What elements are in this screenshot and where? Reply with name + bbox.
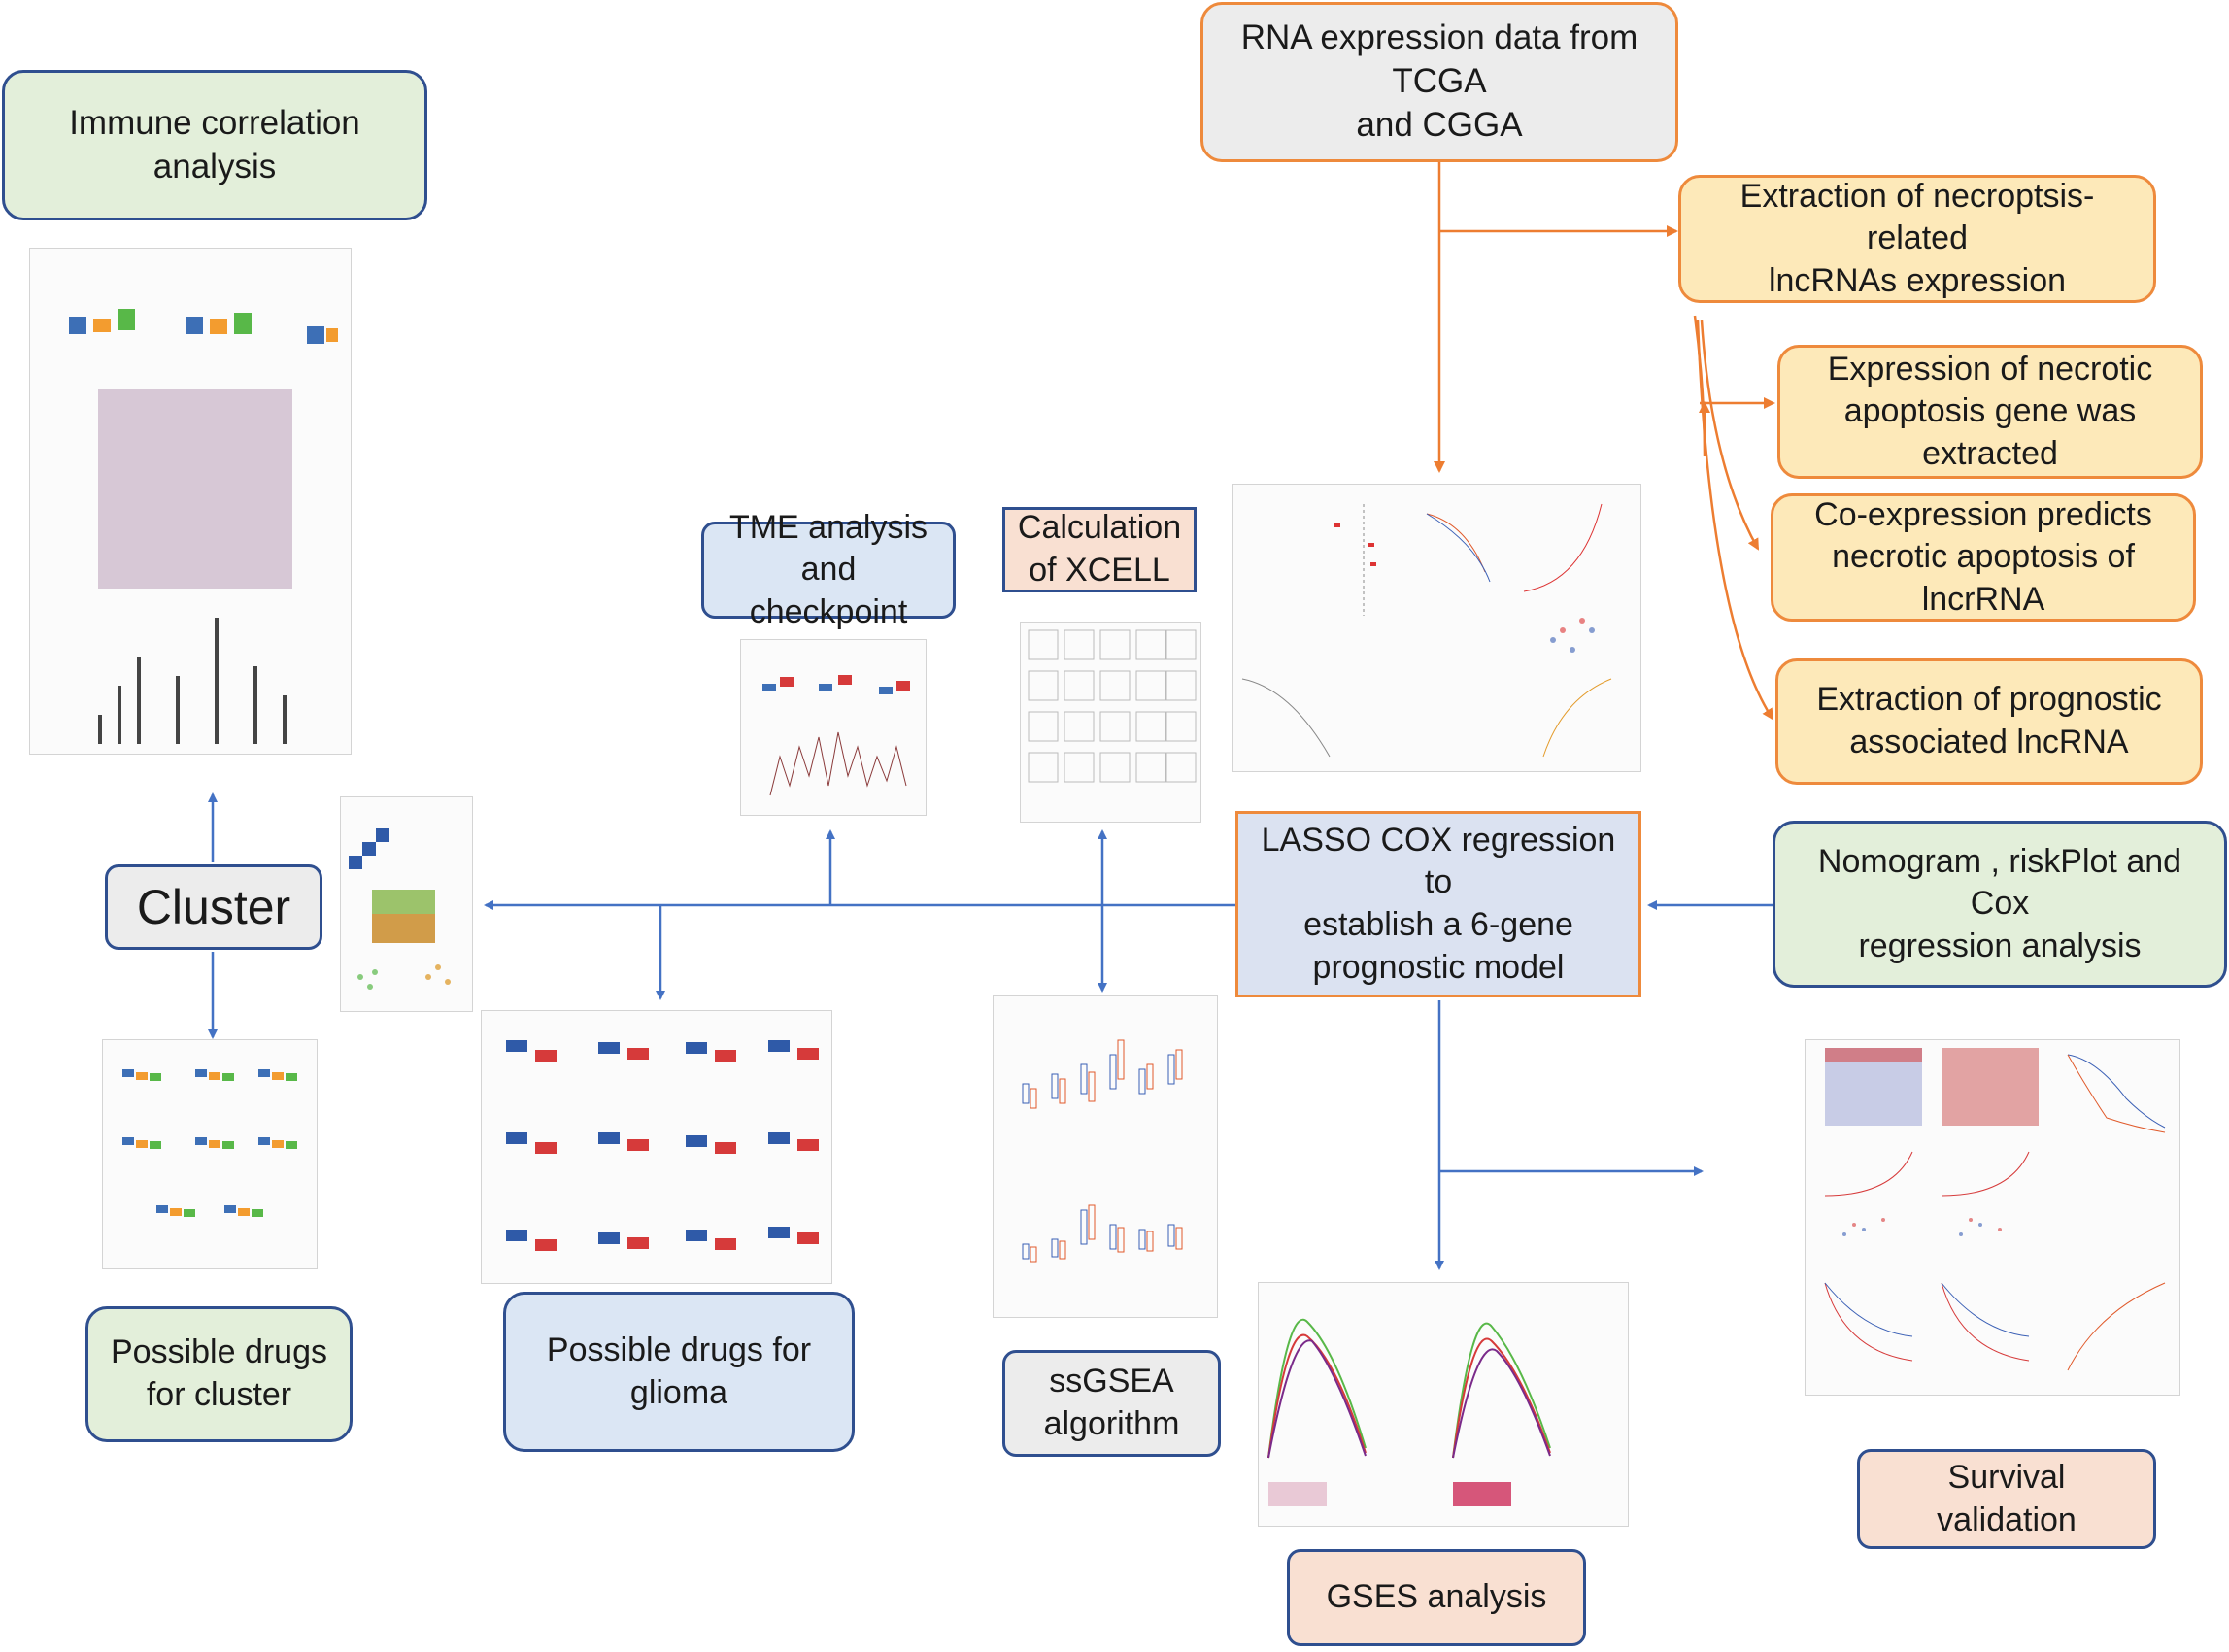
ssgsea-boxplots [993, 995, 1218, 1318]
rna-expression-box: RNA expression data from TCGA and CGGA [1200, 2, 1678, 162]
lasso-model-box: LASSO COX regression to establish a 6-ge… [1235, 811, 1641, 997]
extraction-lncrna-label: Extraction of necroptsis-related lncRNAs… [1739, 177, 2095, 299]
arrow-to-coexpression [1700, 320, 1760, 551]
xcell-label: Calculation of XCELL [1017, 509, 1182, 589]
ssgsea-box: ssGSEA algorithm [1002, 1350, 1221, 1457]
blue-arrows [208, 792, 1775, 1270]
cluster-figure-art [349, 828, 451, 990]
tme-analysis-label: TME analysis and checkpoint [728, 508, 929, 630]
xcell-box: Calculation of XCELL [1002, 507, 1197, 592]
drugs-cluster-label: Possible drugs for cluster [110, 1333, 327, 1413]
cluster-figure [340, 796, 473, 1012]
immune-correlation-figure [29, 248, 352, 755]
rna-expression-label: RNA expression data from TCGA and CGGA [1240, 18, 1638, 144]
drugs-glioma-label: Possible drugs for glioma [546, 1331, 812, 1411]
drugs-glioma-box: Possible drugs for glioma [503, 1292, 855, 1452]
extraction-lncrna-box: Extraction of necroptsis-related lncRNAs… [1678, 175, 2156, 303]
gsea-enrichment-curves [1258, 1282, 1629, 1527]
gsea-art [1267, 1318, 1551, 1506]
tme-analysis-box: TME analysis and checkpoint [701, 509, 956, 630]
tme-figure-art [762, 675, 910, 796]
coexpression-label: Co-expression predicts necrotic apoptosi… [1814, 495, 2152, 618]
gses-analysis-label: GSES analysis [1326, 1578, 1547, 1616]
expression-gene-box: Expression of necrotic apoptosis gene wa… [1777, 345, 2203, 479]
drug-cluster-boxplots [102, 1039, 318, 1269]
ssgsea-art [1022, 1039, 1183, 1263]
cluster-label: Cluster [136, 880, 291, 934]
survival-validation-figure [1805, 1039, 2180, 1396]
nomogram-label: Nomogram , riskPlot and Cox regression a… [1817, 842, 2182, 964]
survival-art [1824, 1048, 2166, 1371]
survival-validation-box: Survival validation [1857, 1449, 2156, 1549]
immune-figure-art [69, 309, 338, 744]
prognostic-lncrna-box: Extraction of prognostic associated lncR… [1775, 658, 2203, 785]
drugs-cluster-box: Possible drugs for cluster [85, 1306, 353, 1442]
tme-boxplot-figure [740, 639, 927, 816]
immune-correlation-label: Immune correlation analysis [69, 103, 360, 185]
survival-validation-label: Survival validation [1937, 1458, 2077, 1538]
orange-arrows [1434, 160, 1775, 721]
lasso-model-figure [1232, 484, 1641, 772]
prognostic-lncrna-label: Extraction of prognostic associated lncR… [1816, 681, 2162, 760]
drugs-glioma-art [506, 1040, 819, 1251]
ssgsea-label: ssGSEA algorithm [1043, 1363, 1180, 1442]
lasso-model-label: LASSO COX regression to establish a 6-ge… [1261, 821, 1616, 986]
drugs-cluster-art [122, 1069, 297, 1217]
cluster-box: Cluster [105, 864, 322, 950]
immune-correlation-box: Immune correlation analysis [2, 70, 427, 220]
xcell-figure-art [1028, 629, 1197, 783]
coexpression-box: Co-expression predicts necrotic apoptosi… [1771, 493, 2196, 622]
gses-analysis-box: GSES analysis [1287, 1549, 1586, 1646]
model-figure-art [1241, 503, 1612, 758]
arrow-to-prognostic [1696, 320, 1774, 721]
drug-glioma-boxplots [481, 1010, 832, 1284]
expression-gene-label: Expression of necrotic apoptosis gene wa… [1827, 350, 2153, 472]
nomogram-box: Nomogram , riskPlot and Cox regression a… [1773, 821, 2227, 988]
xcell-scatter-figure [1020, 622, 1201, 823]
